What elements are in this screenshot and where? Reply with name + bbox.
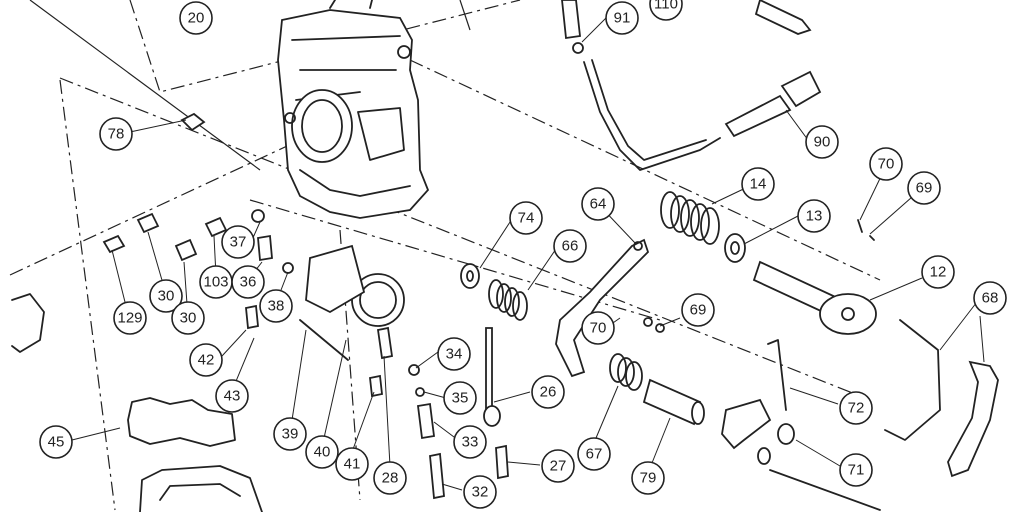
callouts: 20 91 110 78 90 70 14 69 74 64 13 66 37 … bbox=[39, 0, 1007, 509]
callout-91: 91 bbox=[605, 1, 639, 35]
svg-text:90: 90 bbox=[814, 134, 831, 151]
callout-12: 12 bbox=[921, 255, 955, 289]
callout-90: 90 bbox=[805, 125, 839, 159]
intake-boot bbox=[299, 244, 405, 361]
svg-text:66: 66 bbox=[562, 238, 579, 255]
left-fragment bbox=[11, 293, 45, 353]
callout-34: 34 bbox=[437, 337, 471, 371]
svg-text:70: 70 bbox=[878, 156, 895, 173]
callout-14: 14 bbox=[741, 167, 775, 201]
carburetor-body bbox=[277, 0, 430, 219]
part-74-washer bbox=[460, 263, 480, 289]
svg-text:13: 13 bbox=[806, 208, 823, 225]
svg-text:20: 20 bbox=[188, 10, 205, 27]
callout-129: 129 bbox=[113, 301, 147, 335]
small-parts bbox=[102, 0, 881, 511]
part-14-spring bbox=[660, 191, 720, 245]
svg-text:110: 110 bbox=[654, 0, 678, 13]
callout-67: 67 bbox=[577, 437, 611, 471]
float-bowl bbox=[127, 397, 263, 512]
svg-text:64: 64 bbox=[590, 196, 607, 213]
callout-70: 70 bbox=[869, 147, 903, 181]
svg-text:72: 72 bbox=[848, 400, 865, 417]
part-13-washer bbox=[724, 233, 746, 263]
svg-text:79: 79 bbox=[640, 470, 657, 487]
svg-text:129: 129 bbox=[117, 310, 142, 327]
svg-text:27: 27 bbox=[550, 458, 567, 475]
svg-text:45: 45 bbox=[48, 434, 65, 451]
callout-30-b: 30 bbox=[171, 301, 205, 335]
callout-41: 41 bbox=[335, 447, 369, 481]
svg-text:37: 37 bbox=[230, 234, 247, 251]
callout-45: 45 bbox=[39, 425, 73, 459]
callout-79: 79 bbox=[631, 461, 665, 495]
callout-74: 74 bbox=[509, 201, 543, 235]
callout-70-b: 70 bbox=[581, 311, 615, 345]
callout-36: 36 bbox=[231, 265, 265, 299]
callout-69: 69 bbox=[907, 171, 941, 205]
callout-43: 43 bbox=[215, 379, 249, 413]
callout-20: 20 bbox=[179, 1, 213, 35]
callout-27: 27 bbox=[541, 449, 575, 483]
svg-text:91: 91 bbox=[614, 10, 631, 27]
svg-text:14: 14 bbox=[750, 176, 767, 193]
svg-text:35: 35 bbox=[452, 390, 469, 407]
svg-text:12: 12 bbox=[930, 264, 947, 281]
callout-64: 64 bbox=[581, 187, 615, 221]
svg-text:26: 26 bbox=[540, 384, 557, 401]
part-66-spring bbox=[488, 279, 528, 321]
svg-text:67: 67 bbox=[586, 446, 603, 463]
svg-text:69: 69 bbox=[916, 180, 933, 197]
part-79-sleeve bbox=[642, 378, 705, 426]
callout-37: 37 bbox=[221, 225, 255, 259]
callout-72: 72 bbox=[839, 391, 873, 425]
callout-110: 110 bbox=[649, 0, 683, 21]
svg-text:32: 32 bbox=[472, 484, 489, 501]
svg-text:70: 70 bbox=[590, 320, 607, 337]
part-90-cable bbox=[583, 59, 822, 171]
part-67-spring bbox=[609, 353, 643, 391]
callout-68: 68 bbox=[973, 281, 1007, 315]
svg-text:40: 40 bbox=[314, 444, 331, 461]
callout-40: 40 bbox=[305, 435, 339, 469]
svg-text:30: 30 bbox=[158, 288, 175, 305]
callout-66: 66 bbox=[553, 229, 587, 263]
callout-103: 103 bbox=[199, 265, 233, 299]
callout-28: 28 bbox=[373, 461, 407, 495]
callout-71: 71 bbox=[839, 453, 873, 487]
svg-text:42: 42 bbox=[198, 352, 215, 369]
svg-text:33: 33 bbox=[462, 434, 479, 451]
svg-text:103: 103 bbox=[203, 274, 228, 291]
callout-69-b: 69 bbox=[681, 293, 715, 327]
svg-text:74: 74 bbox=[518, 210, 535, 227]
svg-text:69: 69 bbox=[690, 302, 707, 319]
part-72-rod bbox=[767, 339, 787, 411]
callout-78: 78 bbox=[99, 117, 133, 151]
svg-text:38: 38 bbox=[268, 298, 285, 315]
part-12-shaft bbox=[752, 260, 877, 335]
callout-32: 32 bbox=[463, 475, 497, 509]
callout-38: 38 bbox=[259, 289, 293, 323]
callout-30-a: 30 bbox=[149, 279, 183, 313]
callout-35: 35 bbox=[443, 381, 477, 415]
svg-text:34: 34 bbox=[446, 346, 463, 363]
callout-13: 13 bbox=[797, 199, 831, 233]
svg-text:41: 41 bbox=[344, 456, 361, 473]
svg-text:36: 36 bbox=[240, 274, 257, 291]
callout-42: 42 bbox=[189, 343, 223, 377]
part-68-bracket bbox=[884, 319, 999, 478]
part-64-lever bbox=[555, 238, 650, 378]
callout-39: 39 bbox=[273, 417, 307, 451]
callout-33: 33 bbox=[453, 425, 487, 459]
svg-text:30: 30 bbox=[180, 310, 197, 327]
svg-text:28: 28 bbox=[382, 470, 399, 487]
svg-text:39: 39 bbox=[282, 426, 299, 443]
callout-26: 26 bbox=[531, 375, 565, 409]
svg-text:71: 71 bbox=[848, 462, 865, 479]
svg-text:43: 43 bbox=[224, 388, 241, 405]
svg-text:78: 78 bbox=[108, 126, 125, 143]
svg-text:68: 68 bbox=[982, 290, 999, 307]
